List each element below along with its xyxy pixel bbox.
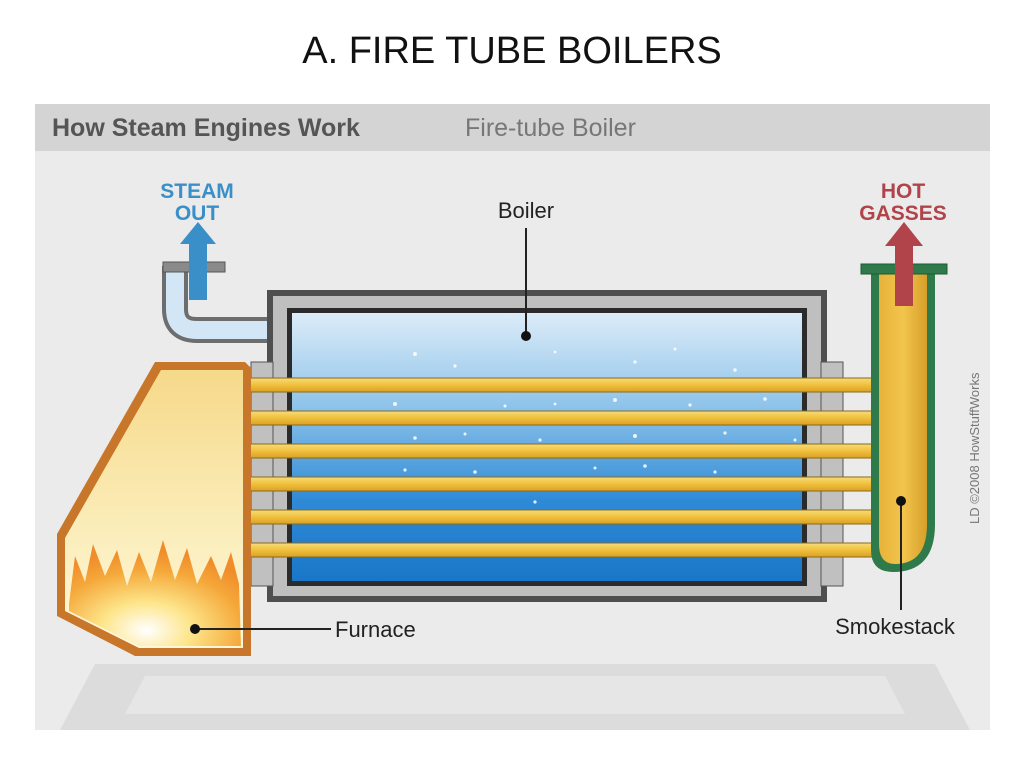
boiler-diagram: How Steam Engines Work Fire-tube Boiler <box>35 104 990 730</box>
hot-gasses-label-line2: GASSES <box>859 202 947 225</box>
figure-header: How Steam Engines Work Fire-tube Boiler <box>35 104 990 151</box>
floor-shadow <box>60 664 970 730</box>
furnace-callout <box>190 624 331 634</box>
smokestack-label: Smokestack <box>835 614 956 639</box>
fire-tube-4 <box>238 476 880 492</box>
fire-tube-3 <box>238 443 880 459</box>
steam-out-pipe <box>162 261 270 343</box>
boiler-callout <box>521 228 531 341</box>
hot-gasses-label-line1: HOT <box>881 180 926 203</box>
figure-header-title: How Steam Engines Work <box>52 114 360 142</box>
steam-out-label-line1: STEAM <box>160 180 234 203</box>
smokestack-callout <box>896 496 906 610</box>
hot-gasses-arrow <box>885 222 923 306</box>
smokestack <box>860 263 948 572</box>
fire-tube-6 <box>238 542 880 558</box>
boiler-illustration: STEAM OUT HOT GASSES Boiler Furnace Smok… <box>57 180 982 730</box>
furnace-chamber <box>57 362 251 656</box>
steam-out-label-line2: OUT <box>175 202 220 225</box>
fire-tube-1 <box>238 377 880 393</box>
credit-text: LD ©2008 HowStuffWorks <box>967 372 982 524</box>
fire-tube-2 <box>238 410 880 426</box>
furnace-label: Furnace <box>335 617 416 642</box>
water-bubbles <box>393 347 797 504</box>
figure-header-subtitle: Fire-tube Boiler <box>465 114 636 142</box>
boiler-label: Boiler <box>498 198 554 223</box>
fire-tube-5 <box>238 509 880 525</box>
steam-out-arrow <box>180 222 216 300</box>
slide-title: A. FIRE TUBE BOILERS <box>302 30 722 72</box>
fire-tubes <box>238 377 880 558</box>
